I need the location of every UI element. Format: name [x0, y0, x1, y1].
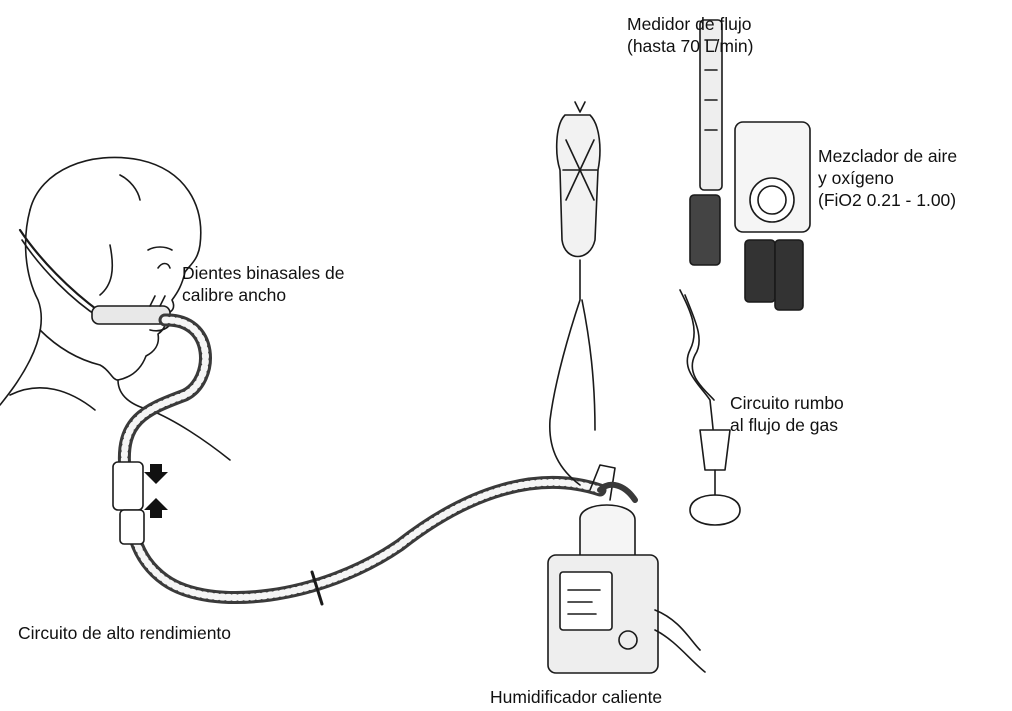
label-gas-circuit: Circuito rumbo al flujo de gas	[730, 392, 844, 436]
humidifier-device	[547, 464, 706, 674]
label-blender-line3: (FiO2 0.21 - 1.00)	[818, 190, 957, 210]
label-flowmeter: Medidor de flujo (hasta 70 L/min)	[627, 13, 753, 57]
label-cannula-line2: calibre ancho	[182, 285, 287, 305]
label-gas-circuit-line1: Circuito rumbo	[730, 393, 844, 413]
label-flowmeter-line1: Medidor de flujo	[627, 14, 752, 34]
flow-arrows	[144, 464, 168, 518]
nasal-cannula	[18, 228, 171, 325]
gas-circuit	[679, 289, 741, 526]
label-humidifier-line1: Humidificador caliente	[490, 687, 663, 707]
label-blender-line1: Mezclador de aire	[818, 146, 958, 166]
water-bag	[549, 101, 601, 486]
air-oxygen-blender	[689, 19, 811, 311]
label-flowmeter-line2: (hasta 70 L/min)	[627, 36, 754, 56]
label-cannula-line1: Dientes binasales de	[182, 263, 345, 283]
label-blender: Mezclador de aire y oxígeno (FiO2 0.21 -…	[818, 145, 957, 211]
label-blender-line2: y oxígeno	[818, 168, 894, 188]
label-cannula: Dientes binasales de calibre ancho	[182, 262, 344, 306]
high-flow-tube	[112, 313, 607, 606]
label-gas-circuit-line2: al flujo de gas	[730, 415, 838, 435]
label-humidifier: Humidificador caliente	[490, 686, 662, 708]
label-high-flow-circuit: Circuito de alto rendimiento	[18, 622, 231, 644]
label-high-flow-circuit-line1: Circuito de alto rendimiento	[18, 623, 232, 643]
